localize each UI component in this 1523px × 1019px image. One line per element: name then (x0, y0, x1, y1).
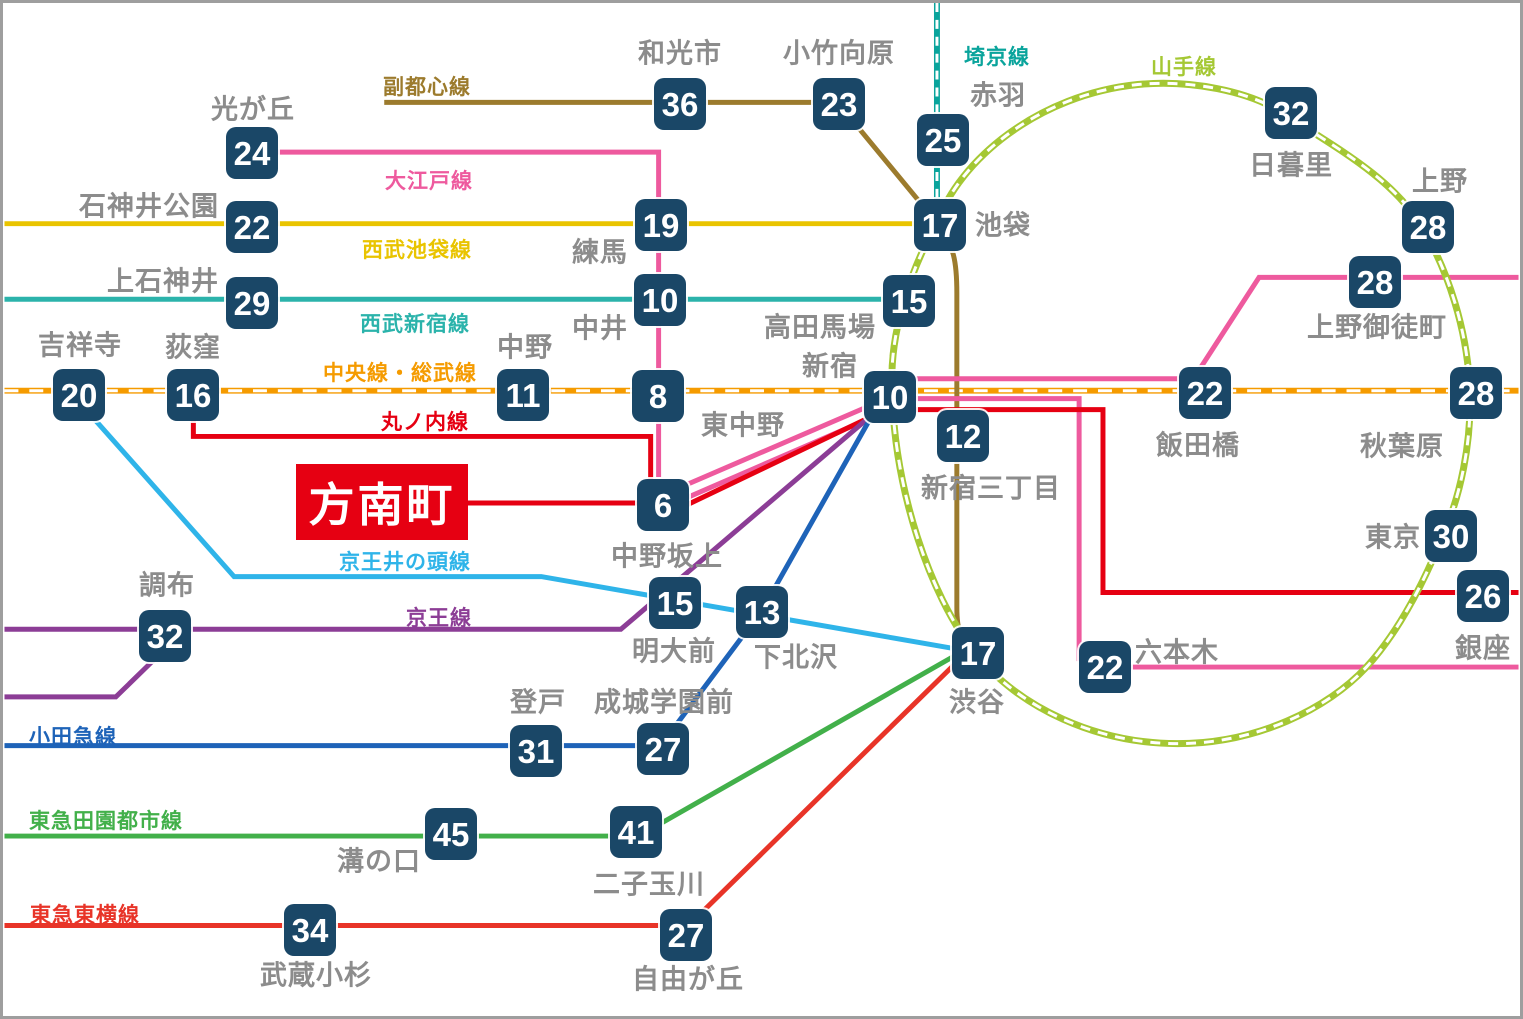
station-label: 東京 (1365, 522, 1421, 553)
station-badge: 28 (1402, 201, 1454, 253)
station-badge: 31 (510, 725, 562, 777)
station-label: 成城学園前 (594, 687, 734, 718)
station-badge: 28 (1450, 367, 1502, 419)
station-label: 東中野 (701, 410, 785, 441)
station-badge: 41 (610, 806, 662, 858)
station-badge: 15 (883, 275, 935, 327)
station-badge: 30 (1425, 510, 1477, 562)
saikyo-line-label: 埼京線 (964, 46, 1030, 69)
seibu-shinjuku-line-label: 西武新宿線 (360, 313, 470, 336)
station-label: 石神井公園 (79, 191, 219, 222)
station-label: 日暮里 (1249, 150, 1333, 181)
station-badge: 10 (634, 274, 686, 326)
station-label: 吉祥寺 (38, 330, 122, 361)
station-badge: 25 (917, 114, 969, 166)
yamanote-line-label: 山手線 (1151, 56, 1217, 79)
station-badge: 32 (139, 610, 191, 662)
oedo-line-label: 大江戸線 (385, 170, 473, 193)
station-badge: 32 (1265, 87, 1317, 139)
station-badge: 29 (226, 277, 278, 329)
keio-inokashira-line (91, 415, 953, 651)
station-label: 練馬 (572, 237, 628, 268)
station-label: 赤羽 (970, 80, 1026, 111)
yamanote-line-dash (890, 81, 1472, 746)
station-badge: 10 (864, 371, 916, 423)
marunouchi-line (679, 415, 871, 511)
station-badge: 22 (1079, 641, 1131, 693)
station-badge: 24 (226, 127, 278, 179)
station-label: 中野坂上 (611, 541, 723, 572)
tokyu-toyoko-line-label: 東急東横線 (30, 904, 140, 927)
station-badge: 45 (425, 808, 477, 860)
fukutoshin-line-label: 副都心線 (383, 76, 471, 99)
station-badge: 11 (497, 369, 549, 421)
station-badge: 27 (660, 909, 712, 961)
station-label: 荻窪 (165, 332, 221, 363)
station-badge: 13 (736, 586, 788, 638)
station-label: 上石神井 (107, 266, 219, 297)
station-badge: 23 (813, 78, 865, 130)
marunouchi-line (190, 416, 654, 481)
tokyu-toyoko-line (4, 658, 961, 929)
station-badge: 8 (632, 370, 684, 422)
station-badge: 15 (649, 577, 701, 629)
station-label: 上野 (1412, 166, 1468, 197)
station-label: 中野 (497, 332, 553, 363)
station-label: 小竹向原 (783, 38, 895, 69)
station-label: 飯田橋 (1156, 430, 1240, 461)
station-label: 中井 (572, 313, 628, 344)
station-label: 秋葉原 (1360, 431, 1444, 462)
station-label: 新宿三丁目 (921, 473, 1061, 504)
station-badge: 16 (167, 369, 219, 421)
keio-inokashira-line-label: 京王井の頭線 (339, 551, 471, 574)
chuo-sobu-line-label: 中央線・総武線 (323, 362, 477, 385)
station-badge: 22 (1179, 367, 1231, 419)
station-label: 渋谷 (949, 687, 1005, 718)
keio-line (4, 412, 874, 632)
highlight-station-honancho: 方南町 (296, 464, 468, 540)
station-badge: 17 (914, 199, 966, 251)
station-badge: 17 (952, 627, 1004, 679)
station-badge: 20 (53, 369, 105, 421)
station-badge: 26 (1457, 570, 1509, 622)
station-badge: 28 (1349, 256, 1401, 308)
keio-line-label: 京王線 (406, 607, 472, 630)
station-label: 上野御徒町 (1307, 312, 1447, 343)
station-label: 自由が丘 (632, 964, 744, 995)
station-label: 登戸 (510, 687, 566, 718)
marunouchi-line-label: 丸ノ内線 (381, 411, 469, 434)
tokyu-dentoshi-line-label: 東急田園都市線 (29, 810, 183, 833)
seibu-ikebukuro-line-label: 西武池袋線 (362, 239, 472, 262)
station-badge: 27 (637, 723, 689, 775)
keio-line (4, 658, 156, 700)
station-label: 明大前 (632, 636, 716, 667)
station-label: 武蔵小杉 (260, 960, 372, 991)
station-label: 銀座 (1455, 633, 1511, 664)
station-label: 下北沢 (754, 642, 838, 673)
station-label: 二子玉川 (593, 869, 705, 900)
station-label: 和光市 (638, 38, 722, 69)
odakyu-line-label: 小田急線 (29, 726, 117, 749)
station-badge: 34 (284, 904, 336, 956)
oedo-line (905, 396, 1082, 662)
oedo-line (277, 149, 662, 478)
oedo-line (677, 402, 874, 491)
station-label: 調布 (139, 570, 195, 601)
odakyu-line (4, 408, 878, 749)
station-label: 溝の口 (337, 846, 421, 877)
station-badge: 12 (937, 410, 989, 462)
station-label: 六本木 (1135, 637, 1219, 668)
station-badge: 36 (654, 78, 706, 130)
station-label: 新宿 (802, 351, 858, 382)
station-label: 光が丘 (211, 94, 295, 125)
marunouchi-line (904, 407, 1519, 595)
station-label: 池袋 (975, 210, 1031, 241)
station-badge: 6 (637, 479, 689, 531)
station-badge: 22 (226, 201, 278, 253)
station-badge: 19 (635, 199, 687, 251)
station-label: 高田馬場 (764, 312, 876, 343)
